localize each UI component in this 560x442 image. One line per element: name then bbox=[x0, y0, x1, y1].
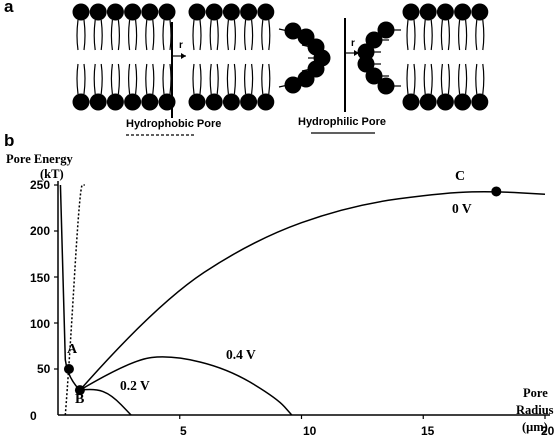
lipid-head bbox=[240, 93, 258, 111]
pore-energy-chart bbox=[54, 181, 550, 419]
lipid-head bbox=[106, 3, 124, 21]
lipid-bilayers bbox=[72, 3, 489, 111]
y-axis-title-line1: Pore Energy bbox=[6, 152, 73, 166]
panel-b-label: b bbox=[4, 131, 15, 150]
point-c bbox=[491, 186, 502, 197]
lipid-head bbox=[188, 3, 206, 21]
point-label-c: C bbox=[455, 169, 466, 184]
lipid-head bbox=[158, 3, 176, 21]
curve-label-0-4v: 0.4 V bbox=[226, 347, 256, 362]
lipid-head bbox=[402, 3, 420, 21]
x-tick-label: 10 bbox=[303, 424, 317, 438]
curve-0-4v bbox=[79, 356, 293, 416]
lipid-head bbox=[257, 3, 275, 21]
lipid-head bbox=[89, 3, 107, 21]
point-label-b: B bbox=[75, 392, 85, 407]
curve-0v bbox=[79, 191, 546, 391]
lipid-head bbox=[72, 3, 90, 21]
lipid-head bbox=[72, 93, 90, 111]
point-a bbox=[63, 364, 74, 374]
y-tick-label: 0 bbox=[30, 409, 37, 423]
point-b bbox=[74, 385, 85, 396]
hydrophobic-pore-caption: Hydrophobic Pore bbox=[126, 118, 222, 130]
y-tick-label: 200 bbox=[30, 224, 51, 238]
lipid-head bbox=[106, 93, 124, 111]
y-tick-label: 100 bbox=[30, 317, 51, 331]
lipid-head bbox=[240, 3, 258, 21]
curve-0-2v bbox=[79, 388, 132, 416]
lipid-head bbox=[436, 3, 454, 21]
lipid-head bbox=[188, 93, 206, 111]
x-axis-title-line1: Pore bbox=[523, 386, 548, 400]
curve-label-0-2v: 0.2 V bbox=[120, 378, 150, 393]
x-axis-title-line2: Radius bbox=[516, 403, 554, 417]
x-axis-title-line3: (μm) bbox=[522, 420, 548, 434]
lipid-head bbox=[205, 93, 223, 111]
lipid-head bbox=[257, 93, 275, 111]
lipid-head bbox=[402, 93, 420, 111]
y-tick-label: 150 bbox=[30, 271, 51, 285]
hydrophilic-pore-caption: Hydrophilic Pore bbox=[298, 116, 387, 128]
lipid-head bbox=[222, 3, 240, 21]
lipid-head bbox=[419, 3, 437, 21]
curve-hydrophobic-steep bbox=[59, 184, 81, 391]
lipid-head bbox=[284, 76, 302, 94]
lipid-head bbox=[471, 93, 489, 111]
lipid-head bbox=[419, 93, 437, 111]
panel-a-label: a bbox=[4, 0, 14, 16]
lipid-head bbox=[284, 22, 302, 40]
lipid-head bbox=[124, 93, 142, 111]
arrow-label-r2: r bbox=[351, 38, 355, 49]
lipid-head bbox=[357, 43, 375, 61]
x-tick-label: 15 bbox=[421, 424, 435, 438]
lipid-head bbox=[297, 70, 315, 88]
lipid-head bbox=[454, 93, 472, 111]
point-label-a: A bbox=[67, 342, 78, 357]
lipid-head bbox=[124, 3, 142, 21]
x-tick-label: 5 bbox=[180, 424, 187, 438]
y-axis-title-line2: (kT) bbox=[40, 167, 64, 181]
lipid-head bbox=[205, 3, 223, 21]
lipid-head bbox=[377, 77, 395, 95]
transition-arrows bbox=[171, 18, 359, 118]
lipid-head bbox=[357, 55, 375, 73]
x-tick-label: 20 bbox=[541, 424, 555, 438]
curve-hydrophobic-dotted bbox=[64, 184, 85, 416]
curve-label-0v: 0 V bbox=[452, 201, 472, 216]
lipid-head bbox=[471, 3, 489, 21]
lipid-head bbox=[377, 21, 395, 39]
lipid-head bbox=[454, 3, 472, 21]
lipid-head bbox=[141, 93, 159, 111]
lipid-head bbox=[89, 93, 107, 111]
arrow-label-r1: r bbox=[179, 40, 183, 51]
y-tick-label: 250 bbox=[30, 178, 51, 192]
lipid-head bbox=[365, 67, 383, 85]
y-tick-label: 50 bbox=[37, 362, 51, 376]
lipid-head bbox=[222, 93, 240, 111]
membrane-diagram bbox=[72, 3, 489, 136]
lipid-head bbox=[436, 93, 454, 111]
lipid-head bbox=[141, 3, 159, 21]
lipid-head bbox=[365, 31, 383, 49]
